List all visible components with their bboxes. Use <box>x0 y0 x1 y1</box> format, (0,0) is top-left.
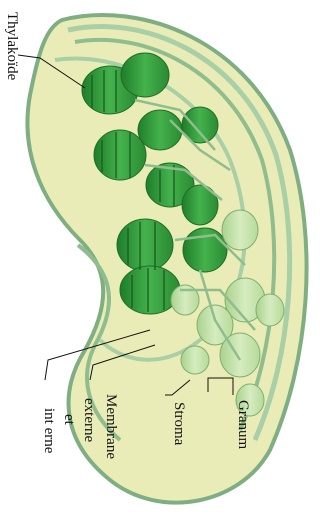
label-membrane-line3: et <box>61 414 76 425</box>
label-membrane-line1: Membrane <box>103 394 118 459</box>
label-thylakoide: Thylakoïde <box>4 12 19 80</box>
label-membrane-line2: externe <box>81 398 96 442</box>
label-membrane-line4: int erne <box>41 408 56 453</box>
label-stroma: Stroma <box>171 402 186 445</box>
label-granum: Granum <box>235 400 250 449</box>
